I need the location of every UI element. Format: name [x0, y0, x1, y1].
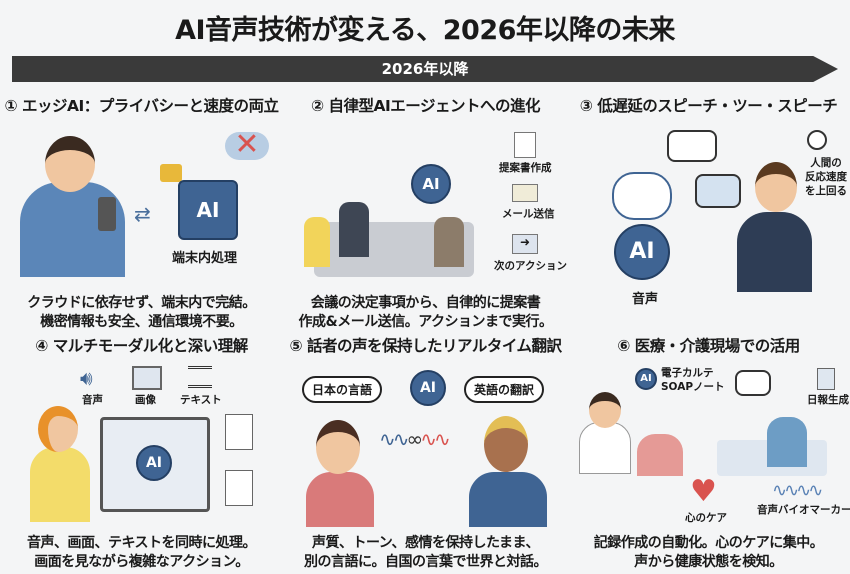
illustration: 日本の言語 AI 英語の翻訳 ∿∿∞∿∿ [284, 362, 567, 527]
image-icon [132, 366, 162, 390]
device-processing-label: 端末内処理 [172, 251, 238, 266]
head [755, 162, 797, 212]
woman-figure [306, 472, 374, 527]
panel-heading: ① エッジAI：プライバシーと速度の両立 [4, 97, 279, 115]
doctor-figure [579, 422, 631, 474]
mail-icon [512, 184, 538, 202]
lock-icon [160, 164, 182, 182]
robot-head [612, 172, 672, 220]
action-next-label: 次のアクション [494, 260, 567, 272]
ai-circle: AI [411, 164, 451, 204]
panel-heading: ③ 低遅延のスピーチ・ツー・スピーチ [579, 97, 838, 115]
text-icon [188, 366, 212, 388]
panel-caption: 音声、画面、テキストを同時に処理。画面を見ながら複雑なアクション。 [26, 535, 257, 570]
action-mail-label: メール送信 [502, 208, 555, 220]
cloud-crossed-icon: ✕ [225, 130, 269, 160]
person-1 [304, 217, 330, 267]
illustration: 🔊︎ 音声 画像 テキスト AI [0, 362, 283, 522]
speaker-icon: 🔊︎ [80, 366, 93, 390]
speech-bubble [735, 370, 771, 396]
stopwatch-icon [807, 130, 827, 150]
action-proposal-label: 提案書作成 [499, 162, 552, 174]
man-figure [469, 472, 547, 527]
monitor [100, 417, 210, 512]
panel-multimodal: ④ マルチモーダル化と深い理解 🔊︎ 音声 画像 テキスト AI 音声、画面、テ… [0, 334, 283, 574]
panel-heading: ⑥ 医療・介護現場での活用 [617, 337, 800, 355]
audio-label: 音声 [82, 394, 103, 406]
timeline-banner: 2026年以降 [12, 56, 838, 82]
report-label: 日報生成 [807, 394, 849, 406]
heart-icon: ♥ [690, 474, 717, 509]
smartphone-icon [98, 197, 116, 231]
head [589, 392, 621, 428]
head [45, 136, 95, 192]
page-title: AI音声技術が変える、2026年以降の未来 [175, 15, 675, 46]
speech-bubble-2 [695, 174, 741, 208]
panel-heading: ② 自律型AIエージェントへの進化 [311, 97, 540, 115]
biomarker-wave-icon: ∿∿∿∿ [772, 480, 823, 501]
source-language-bubble: 日本の言語 [302, 376, 383, 403]
speed-label: 人間の反応速度を上回る [805, 157, 847, 197]
arrows-icon: ⇄ [134, 202, 151, 226]
image-label: 画像 [135, 394, 156, 406]
target-language-bubble: 英語の翻訳 [464, 376, 545, 403]
panel-edge-ai: ① エッジAI：プライバシーと速度の両立 ⇄ AI ✕ 端末内処理 クラウドに依… [0, 94, 283, 334]
report-icon [817, 368, 835, 390]
person-2 [339, 202, 369, 257]
person-figure [30, 447, 90, 522]
document-icon [225, 470, 253, 506]
illustration: ⇄ AI ✕ 端末内処理 [0, 122, 283, 282]
voice-label: 音声 [632, 292, 659, 307]
mental-care-label: 心のケア [685, 512, 727, 524]
text-label: テキスト [180, 394, 222, 406]
nurse-figure [767, 417, 807, 467]
illustration: AI 提案書作成 メール送信 ➜ 次のアクション [284, 122, 567, 282]
ai-circle: AI [635, 368, 657, 390]
document-icon [514, 132, 536, 158]
document-icon [225, 414, 253, 450]
next-action-icon: ➜ [512, 234, 538, 254]
panel-caption: 会議の決定事項から、自律的に提案書作成&メール送信。アクションまで実行。 [298, 295, 553, 330]
panel-caption: クラウドに依存せず、端末内で完結。機密情報も安全、通信環境不要。 [27, 295, 256, 330]
patient-figure [637, 434, 683, 476]
panel-caption: 記録作成の自動化。心のケアに集中。声から健康状態を検知。 [593, 535, 824, 570]
panel-speech-to-speech: ③ 低遅延のスピーチ・ツー・スピーチ AI 人間の反応速度を上回る 音声 [567, 94, 850, 334]
panel-realtime-translation: ⑤ 話者の声を保持したリアルタイム翻訳 日本の言語 AI 英語の翻訳 ∿∿∞∿∿… [284, 334, 567, 574]
panel-caption: 声質、トーン、感情を保持したまま、別の言語に。自国の言葉で世界と対話。 [304, 535, 548, 570]
illustration: AI 人間の反応速度を上回る [567, 122, 850, 292]
panel-heading: ④ マルチモーダル化と深い理解 [35, 337, 248, 355]
voice-wave-icon: ∿∿∞∿∿ [379, 427, 451, 451]
panel-heading: ⑤ 話者の声を保持したリアルタイム翻訳 [289, 337, 562, 355]
ai-chip: AI [178, 180, 238, 240]
head [316, 420, 360, 474]
speech-bubble-1 [667, 130, 717, 162]
head [38, 406, 78, 452]
ai-circle: AI [614, 224, 670, 280]
person-figure [737, 212, 812, 292]
head [484, 416, 528, 472]
person-3 [434, 217, 464, 267]
biomarker-label: 音声バイオマーカー [757, 504, 850, 516]
panel-autonomous-agent: ② 自律型AIエージェントへの進化 AI 提案書作成 メール送信 ➜ 次のアクシ… [284, 94, 567, 334]
ai-circle: AI [410, 370, 446, 406]
ai-circle: AI [136, 445, 172, 481]
